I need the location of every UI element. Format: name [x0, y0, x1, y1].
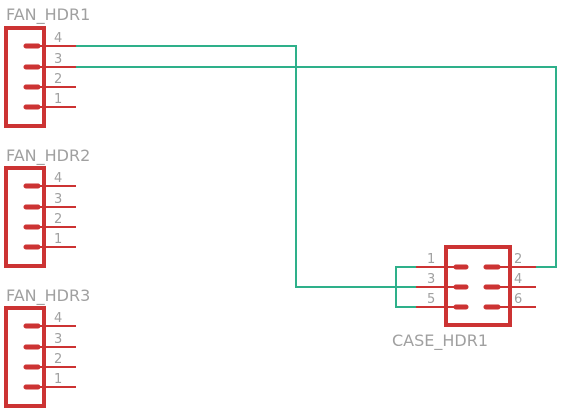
fan-hdr1-pin-2[interactable]: 2	[23, 72, 76, 90]
pin-number: 1	[54, 372, 62, 387]
pin-number: 4	[514, 272, 522, 287]
case-hdr1[interactable]: 1 3 5 2 4 6 CASE_HDR1	[392, 245, 536, 351]
case-hdr1-pin-2[interactable]: 2	[483, 252, 536, 270]
fan-hdr3-pin-1[interactable]: 1	[23, 372, 76, 390]
fan-hdr2-pin-2[interactable]: 2	[23, 212, 76, 230]
case-hdr1-pin-1[interactable]: 1	[416, 252, 469, 270]
pin-number: 5	[427, 292, 435, 307]
fan-hdr3-pin-4[interactable]: 4	[23, 311, 76, 329]
case-hdr1-pin-3[interactable]: 3	[416, 272, 469, 290]
net-fan1-pin3-to-case-pin2[interactable]	[66, 66, 557, 268]
fan-hdr2-pin-3[interactable]: 3	[23, 192, 76, 210]
pin-number: 2	[54, 212, 62, 227]
case-hdr1-pin-5[interactable]: 5	[416, 292, 469, 310]
fan-hdr2-pin-1[interactable]: 1	[23, 232, 76, 250]
pin-number: 1	[54, 92, 62, 107]
net-fan1-pin4-to-case-pin3[interactable]	[66, 45, 452, 288]
fan-hdr1-pin-1[interactable]: 1	[23, 92, 76, 110]
pin-number: 3	[427, 272, 435, 287]
pin-number: 4	[54, 171, 62, 186]
fan-hdr2-ref: FAN_HDR2	[6, 146, 90, 166]
case-hdr1-pin-4[interactable]: 4	[483, 272, 536, 290]
pin-number: 2	[54, 72, 62, 87]
fan-hdr1[interactable]: FAN_HDR1 4 3 2 1	[4, 5, 90, 128]
pin-number: 2	[54, 352, 62, 367]
fan-hdr3-ref: FAN_HDR3	[6, 286, 90, 306]
pin-number: 3	[54, 52, 62, 67]
pin-number: 1	[54, 232, 62, 247]
fan-hdr3-body	[4, 306, 46, 408]
pin-number: 1	[427, 252, 435, 267]
case-hdr1-pin-6[interactable]: 6	[483, 292, 536, 310]
fan-hdr2-body	[4, 166, 46, 268]
fan-hdr1-ref: FAN_HDR1	[6, 5, 90, 25]
pin-number: 4	[54, 31, 62, 46]
fan-hdr3-pin-2[interactable]: 2	[23, 352, 76, 370]
case-hdr1-ref: CASE_HDR1	[392, 331, 488, 351]
pin-number: 3	[54, 332, 62, 347]
pin-number: 4	[54, 311, 62, 326]
pin-number: 2	[514, 252, 522, 267]
fan-hdr1-body	[4, 26, 46, 128]
pin-number: 6	[514, 292, 522, 307]
fan-hdr1-pin-4[interactable]: 4	[23, 31, 76, 49]
fan-hdr1-pin-3[interactable]: 3	[23, 52, 76, 70]
fan-hdr2[interactable]: FAN_HDR2 4 3 2 1	[4, 146, 90, 268]
fan-hdr3[interactable]: FAN_HDR3 4 3 2 1	[4, 286, 90, 408]
fan-hdr2-pin-4[interactable]: 4	[23, 171, 76, 189]
nets	[66, 45, 557, 308]
fan-hdr3-pin-3[interactable]: 3	[23, 332, 76, 350]
pin-number: 3	[54, 192, 62, 207]
